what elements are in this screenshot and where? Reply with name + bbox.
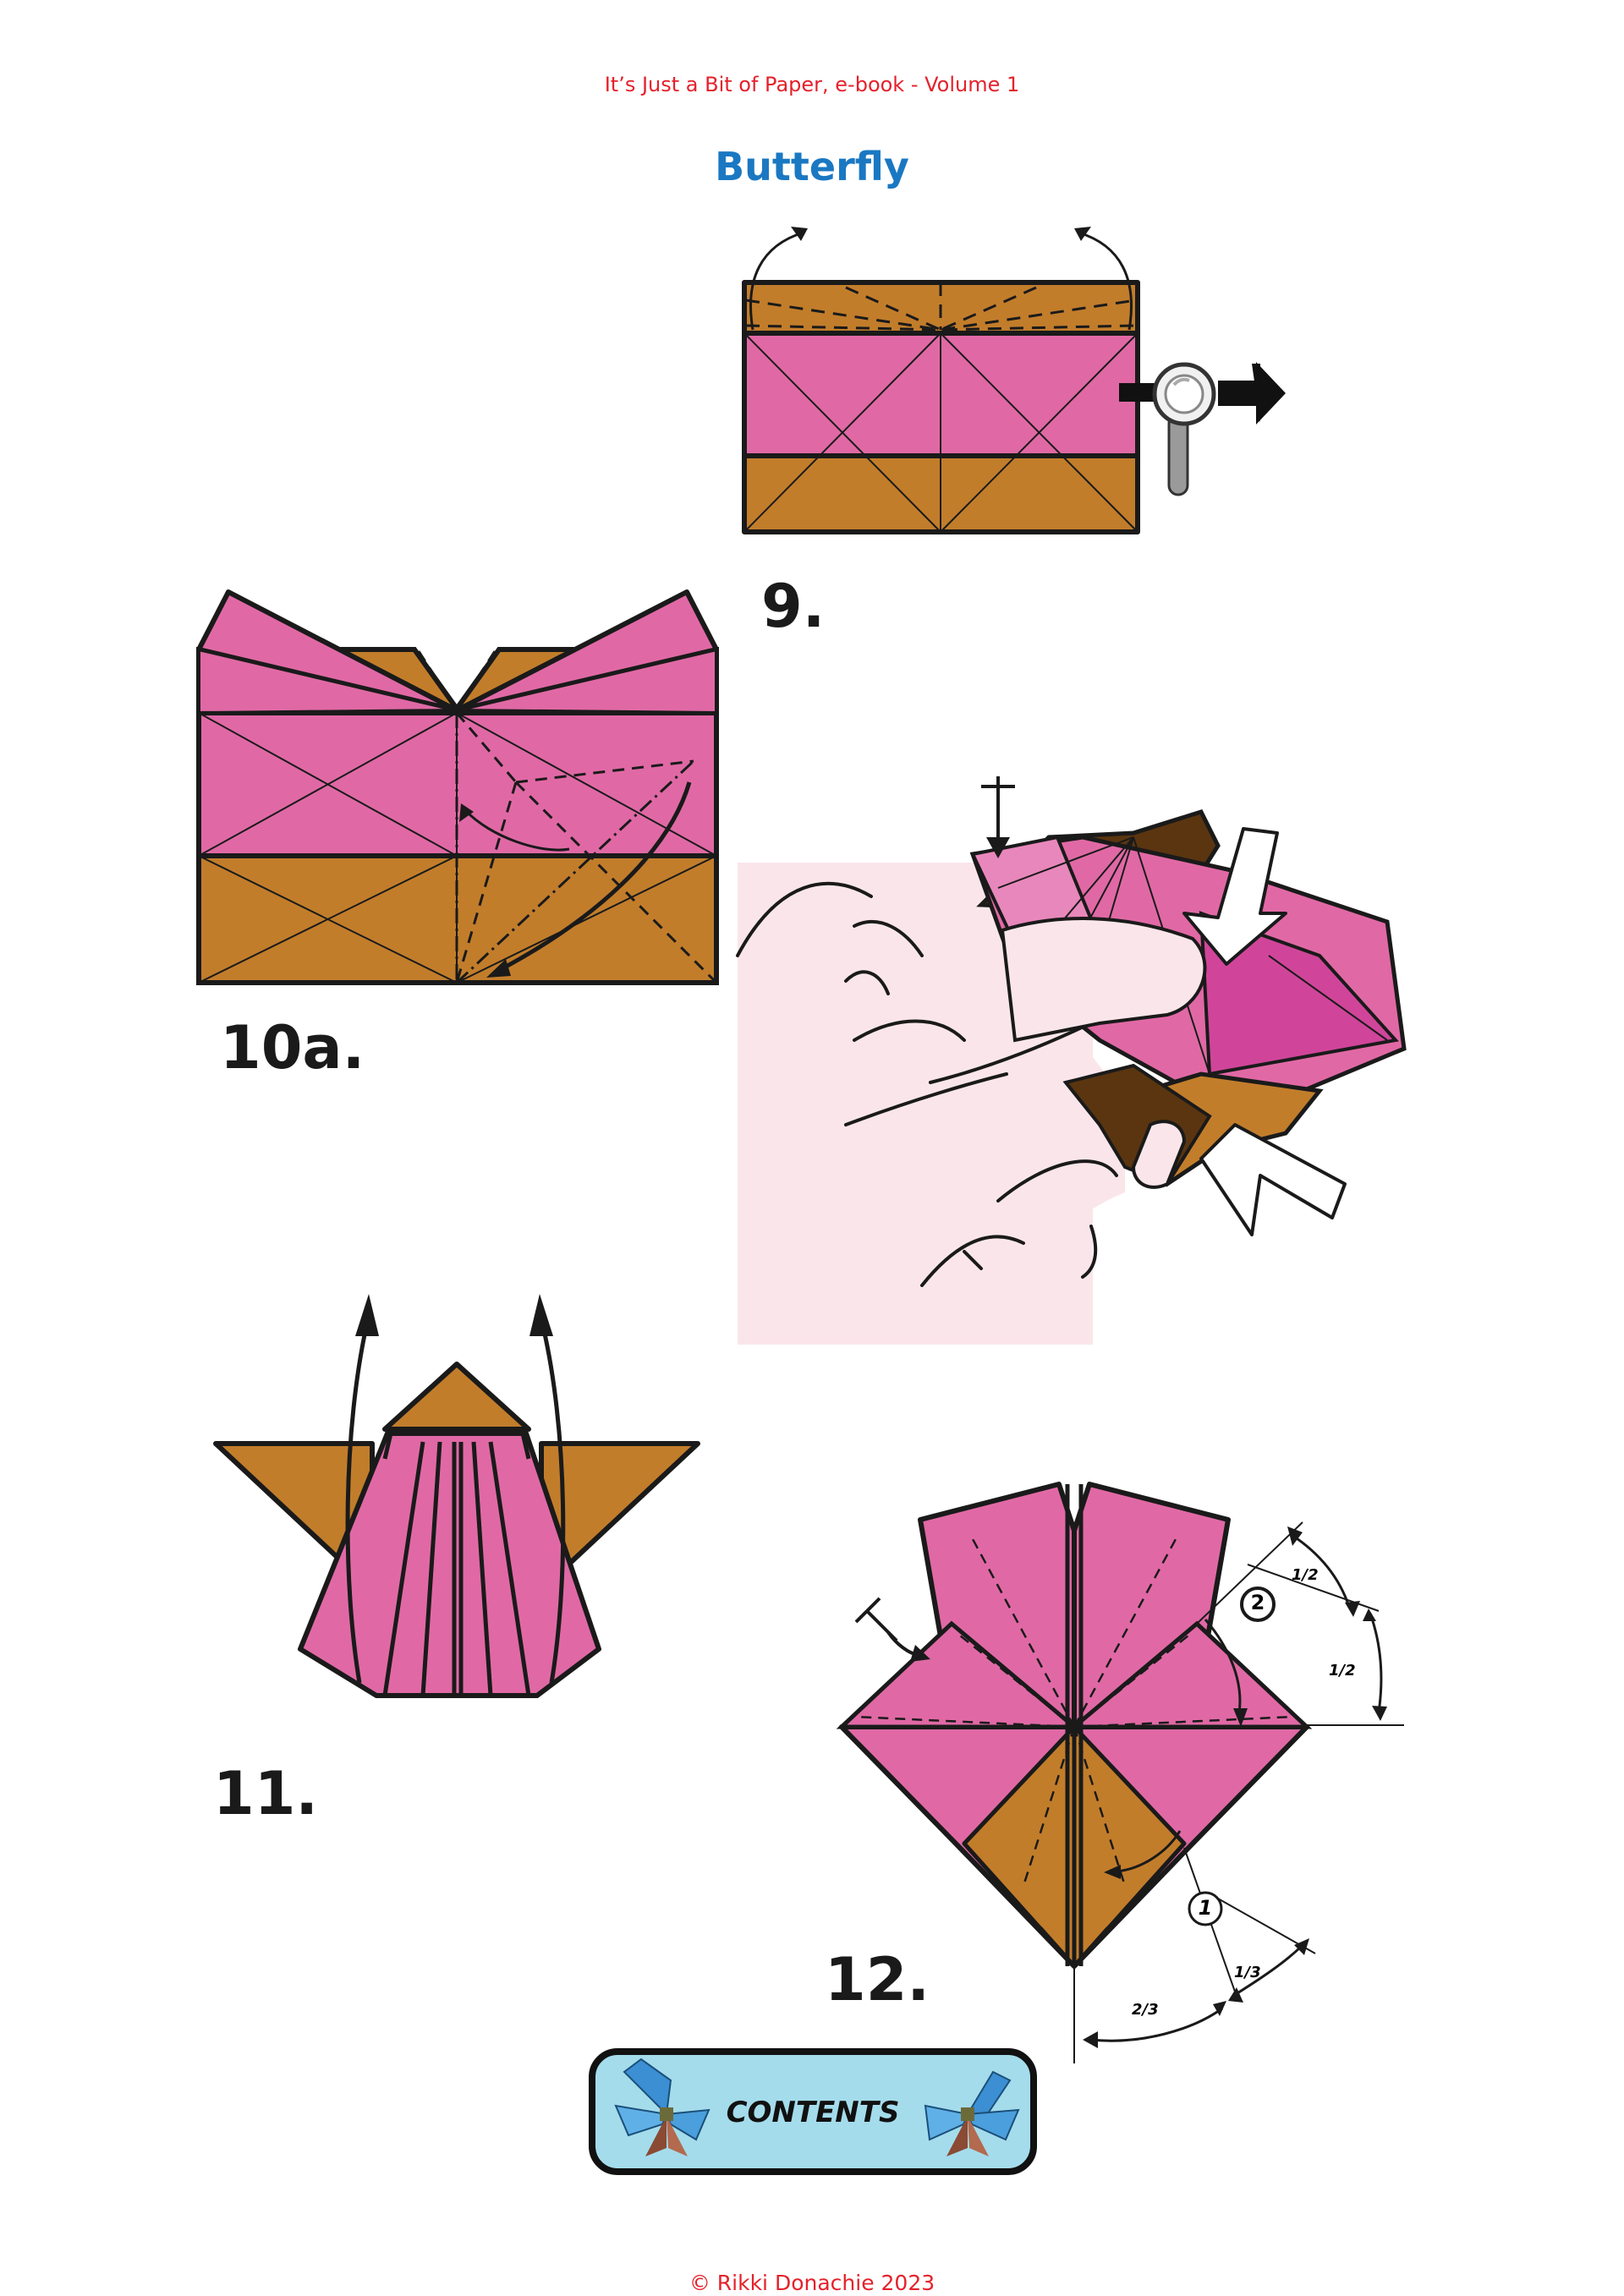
page-header: It’s Just a Bit of Paper, e-book - Volum… <box>604 73 1020 96</box>
butterfly-icon <box>924 2070 1020 2156</box>
callout-2-label: 2 <box>1250 1591 1265 1614</box>
fraction-two-thirds: 2/3 <box>1132 2001 1159 2019</box>
copyright-footer: © Rikki Donachie 2023 <box>689 2271 935 2295</box>
magnifier-icon <box>1152 362 1286 496</box>
contents-button-label: CONTENTS <box>726 2096 900 2129</box>
fraction-half-upper: 1/2 <box>1292 1566 1319 1584</box>
contents-button[interactable]: CONTENTS <box>589 2048 1037 2175</box>
step-label-11: 11. <box>213 1759 319 1828</box>
callout-2 <box>1240 1586 1276 1622</box>
fraction-half-lower: 1/2 <box>1329 1662 1356 1680</box>
step-label-10a: 10a. <box>220 1013 365 1082</box>
callout-1 <box>1188 1891 1223 1926</box>
fraction-third: 1/3 <box>1234 1964 1261 1981</box>
step-label-9: 9. <box>761 572 826 641</box>
step-label-12: 12. <box>825 1945 930 2014</box>
butterfly-icon <box>614 2058 710 2156</box>
page-title: Butterfly <box>715 144 909 189</box>
callout-1-label: 1 <box>1198 1896 1213 1920</box>
